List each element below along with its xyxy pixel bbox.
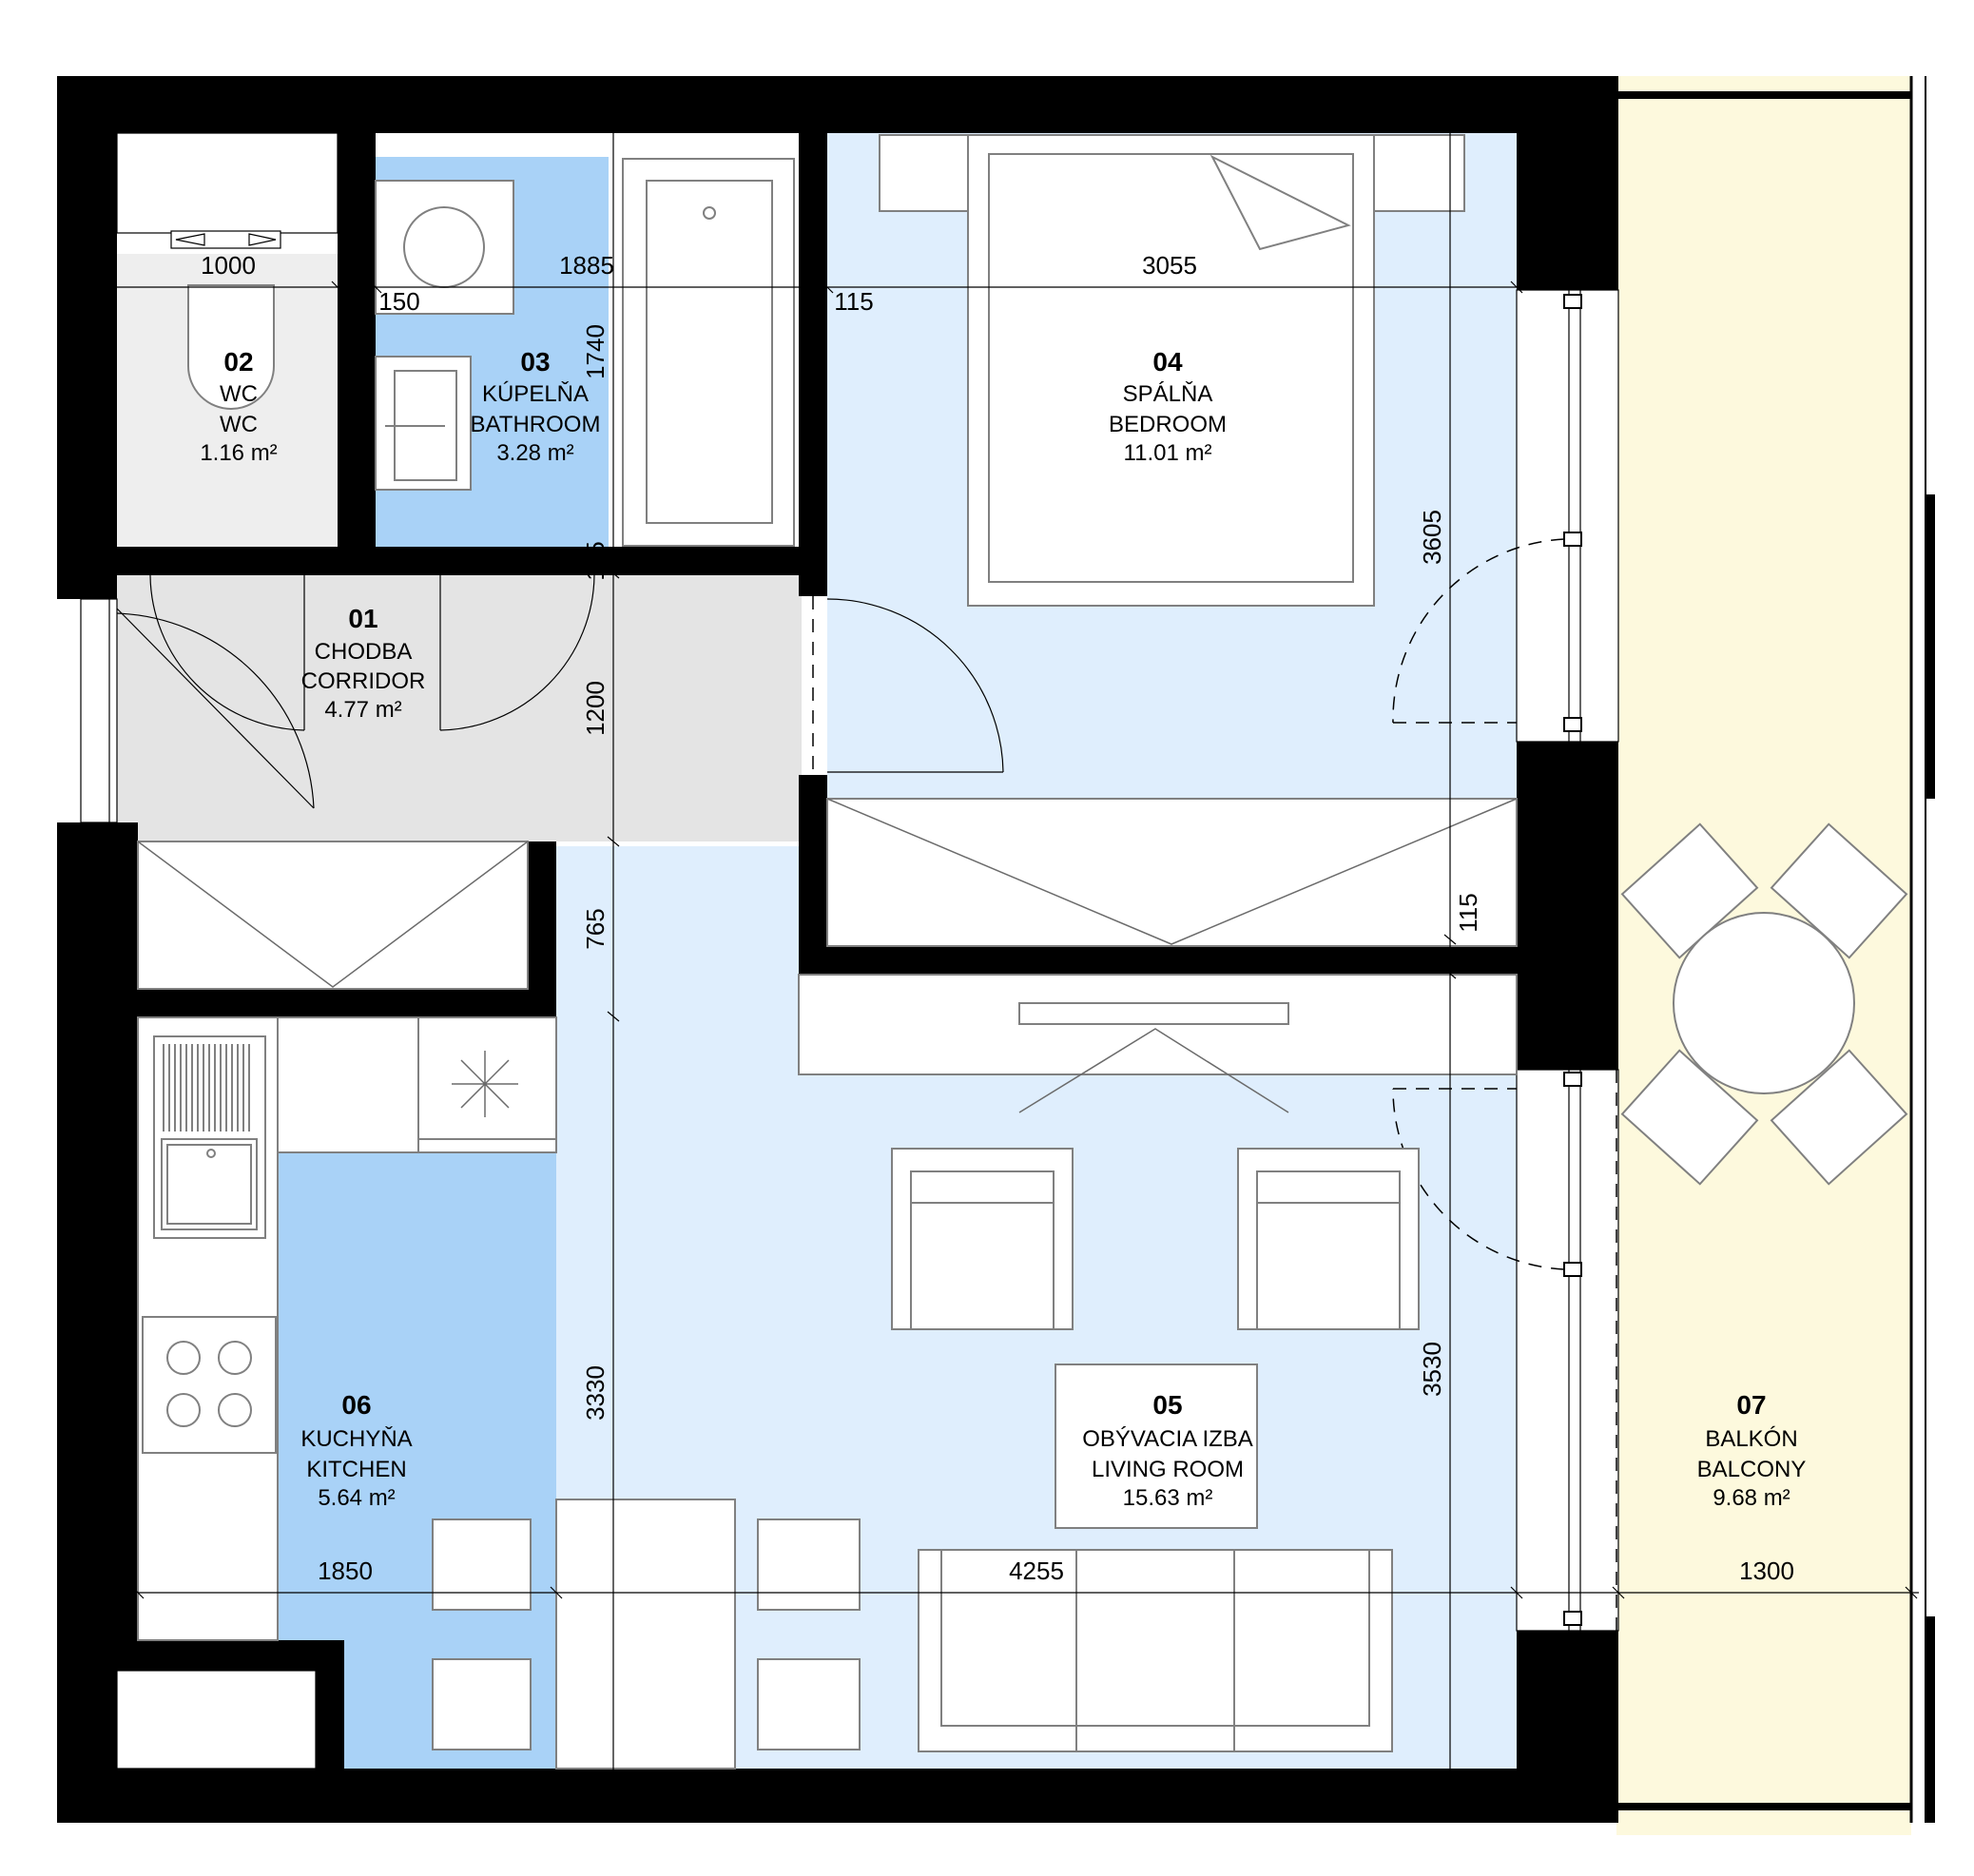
room-label-02: 02 WC WC 1.16 m² [200,347,277,466]
dim-1200: 1200 [581,681,610,736]
toilet [187,284,275,410]
walls [57,76,1618,1823]
svg-text:KITCHEN: KITCHEN [306,1457,406,1482]
room-label-01: 01 CHODBA CORRIDOR 4.77 m² [301,604,426,723]
room-label-05: 05 OBÝVACIA IZBA LIVING ROOM 15.63 m² [1082,1390,1253,1511]
sofa [918,1549,1393,1752]
svg-text:06: 06 [341,1390,371,1420]
dim-4255: 4255 [1009,1557,1064,1585]
armchair-right [1237,1148,1420,1330]
room-label-04: 04 SPÁLŇA BEDROOM 11.01 m² [1109,347,1227,466]
svg-text:KÚPELŇA: KÚPELŇA [482,381,589,407]
dimension-lines [117,124,1919,1778]
kitchen-counter [137,1016,557,1641]
svg-text:BALKÓN: BALKÓN [1705,1426,1797,1452]
dining-table [432,1499,861,1770]
dim-3055: 3055 [1142,251,1197,280]
svg-text:3.28 m²: 3.28 m² [496,440,573,466]
corridor-wardrobe [137,841,529,990]
door-bedroom[interactable] [799,585,1004,786]
svg-text:01: 01 [348,604,377,633]
svg-text:BALCONY: BALCONY [1697,1457,1807,1482]
bed [879,134,1465,607]
armchair-left [891,1148,1074,1330]
svg-text:9.68 m²: 9.68 m² [1713,1485,1790,1511]
balcony-railing [1618,76,1935,1823]
svg-text:02: 02 [223,347,253,377]
coffee-table [1055,1363,1258,1529]
dim-1885: 1885 [559,251,614,280]
room-label-03: 03 KÚPELŇA BATHROOM 3.28 m² [471,347,601,466]
bedroom-wardrobe [826,798,1518,947]
svg-text:5.64 m²: 5.64 m² [318,1485,395,1511]
svg-text:WC: WC [220,412,258,437]
dim-115-right: 115 [1454,893,1482,932]
dim-1300: 1300 [1739,1557,1794,1585]
bathroom-sink [375,356,472,491]
room-label-06: 06 KUCHYŇA KITCHEN 5.64 m² [300,1390,412,1511]
window-bedroom [1392,289,1619,743]
svg-text:15.63 m²: 15.63 m² [1123,1485,1213,1511]
svg-text:WC: WC [220,381,258,407]
room-label-07: 07 BALKÓN BALCONY 9.68 m² [1697,1390,1807,1511]
dim-3330: 3330 [581,1365,610,1421]
svg-text:BEDROOM: BEDROOM [1109,412,1227,437]
dim-150: 150 [378,287,419,316]
dim-765: 765 [581,908,610,949]
dim-115-mid: 115 [581,541,610,580]
svg-text:05: 05 [1152,1390,1182,1420]
svg-text:03: 03 [520,347,550,377]
entrance-door[interactable] [80,598,315,823]
kitchen-storage [116,1670,317,1770]
dim-1740: 1740 [581,324,610,379]
dim-3530: 3530 [1418,1342,1446,1397]
svg-text:OBÝVACIA IZBA: OBÝVACIA IZBA [1082,1426,1253,1452]
balcony-table-set [1620,822,1908,1186]
svg-text:1.16 m²: 1.16 m² [200,440,277,466]
svg-text:CHODBA: CHODBA [315,639,413,665]
dim-115-top: 115 [834,287,873,316]
dim-1000: 1000 [201,251,256,280]
window-living [1392,1069,1619,1632]
dim-3605: 3605 [1418,510,1446,565]
svg-text:SPÁLŇA: SPÁLŇA [1123,381,1213,407]
dim-1850: 1850 [318,1557,373,1585]
svg-text:04: 04 [1152,347,1183,377]
living-floor-entry [556,846,803,1017]
washing-machine [375,180,514,315]
svg-text:KUCHYŇA: KUCHYŇA [300,1426,412,1452]
door-wc[interactable] [136,547,318,731]
door-bathroom[interactable] [431,547,609,731]
corridor-floor [117,575,802,841]
svg-text:4.77 m²: 4.77 m² [324,697,401,723]
svg-text:11.01 m²: 11.01 m² [1124,440,1212,466]
wc-storage [116,132,339,234]
svg-text:LIVING ROOM: LIVING ROOM [1092,1457,1244,1482]
bathtub [622,158,795,547]
svg-text:07: 07 [1736,1390,1766,1420]
svg-text:BATHROOM: BATHROOM [471,412,601,437]
tv-unit [798,974,1518,1113]
svg-text:CORRIDOR: CORRIDOR [301,668,426,694]
wc-vent [170,230,281,249]
